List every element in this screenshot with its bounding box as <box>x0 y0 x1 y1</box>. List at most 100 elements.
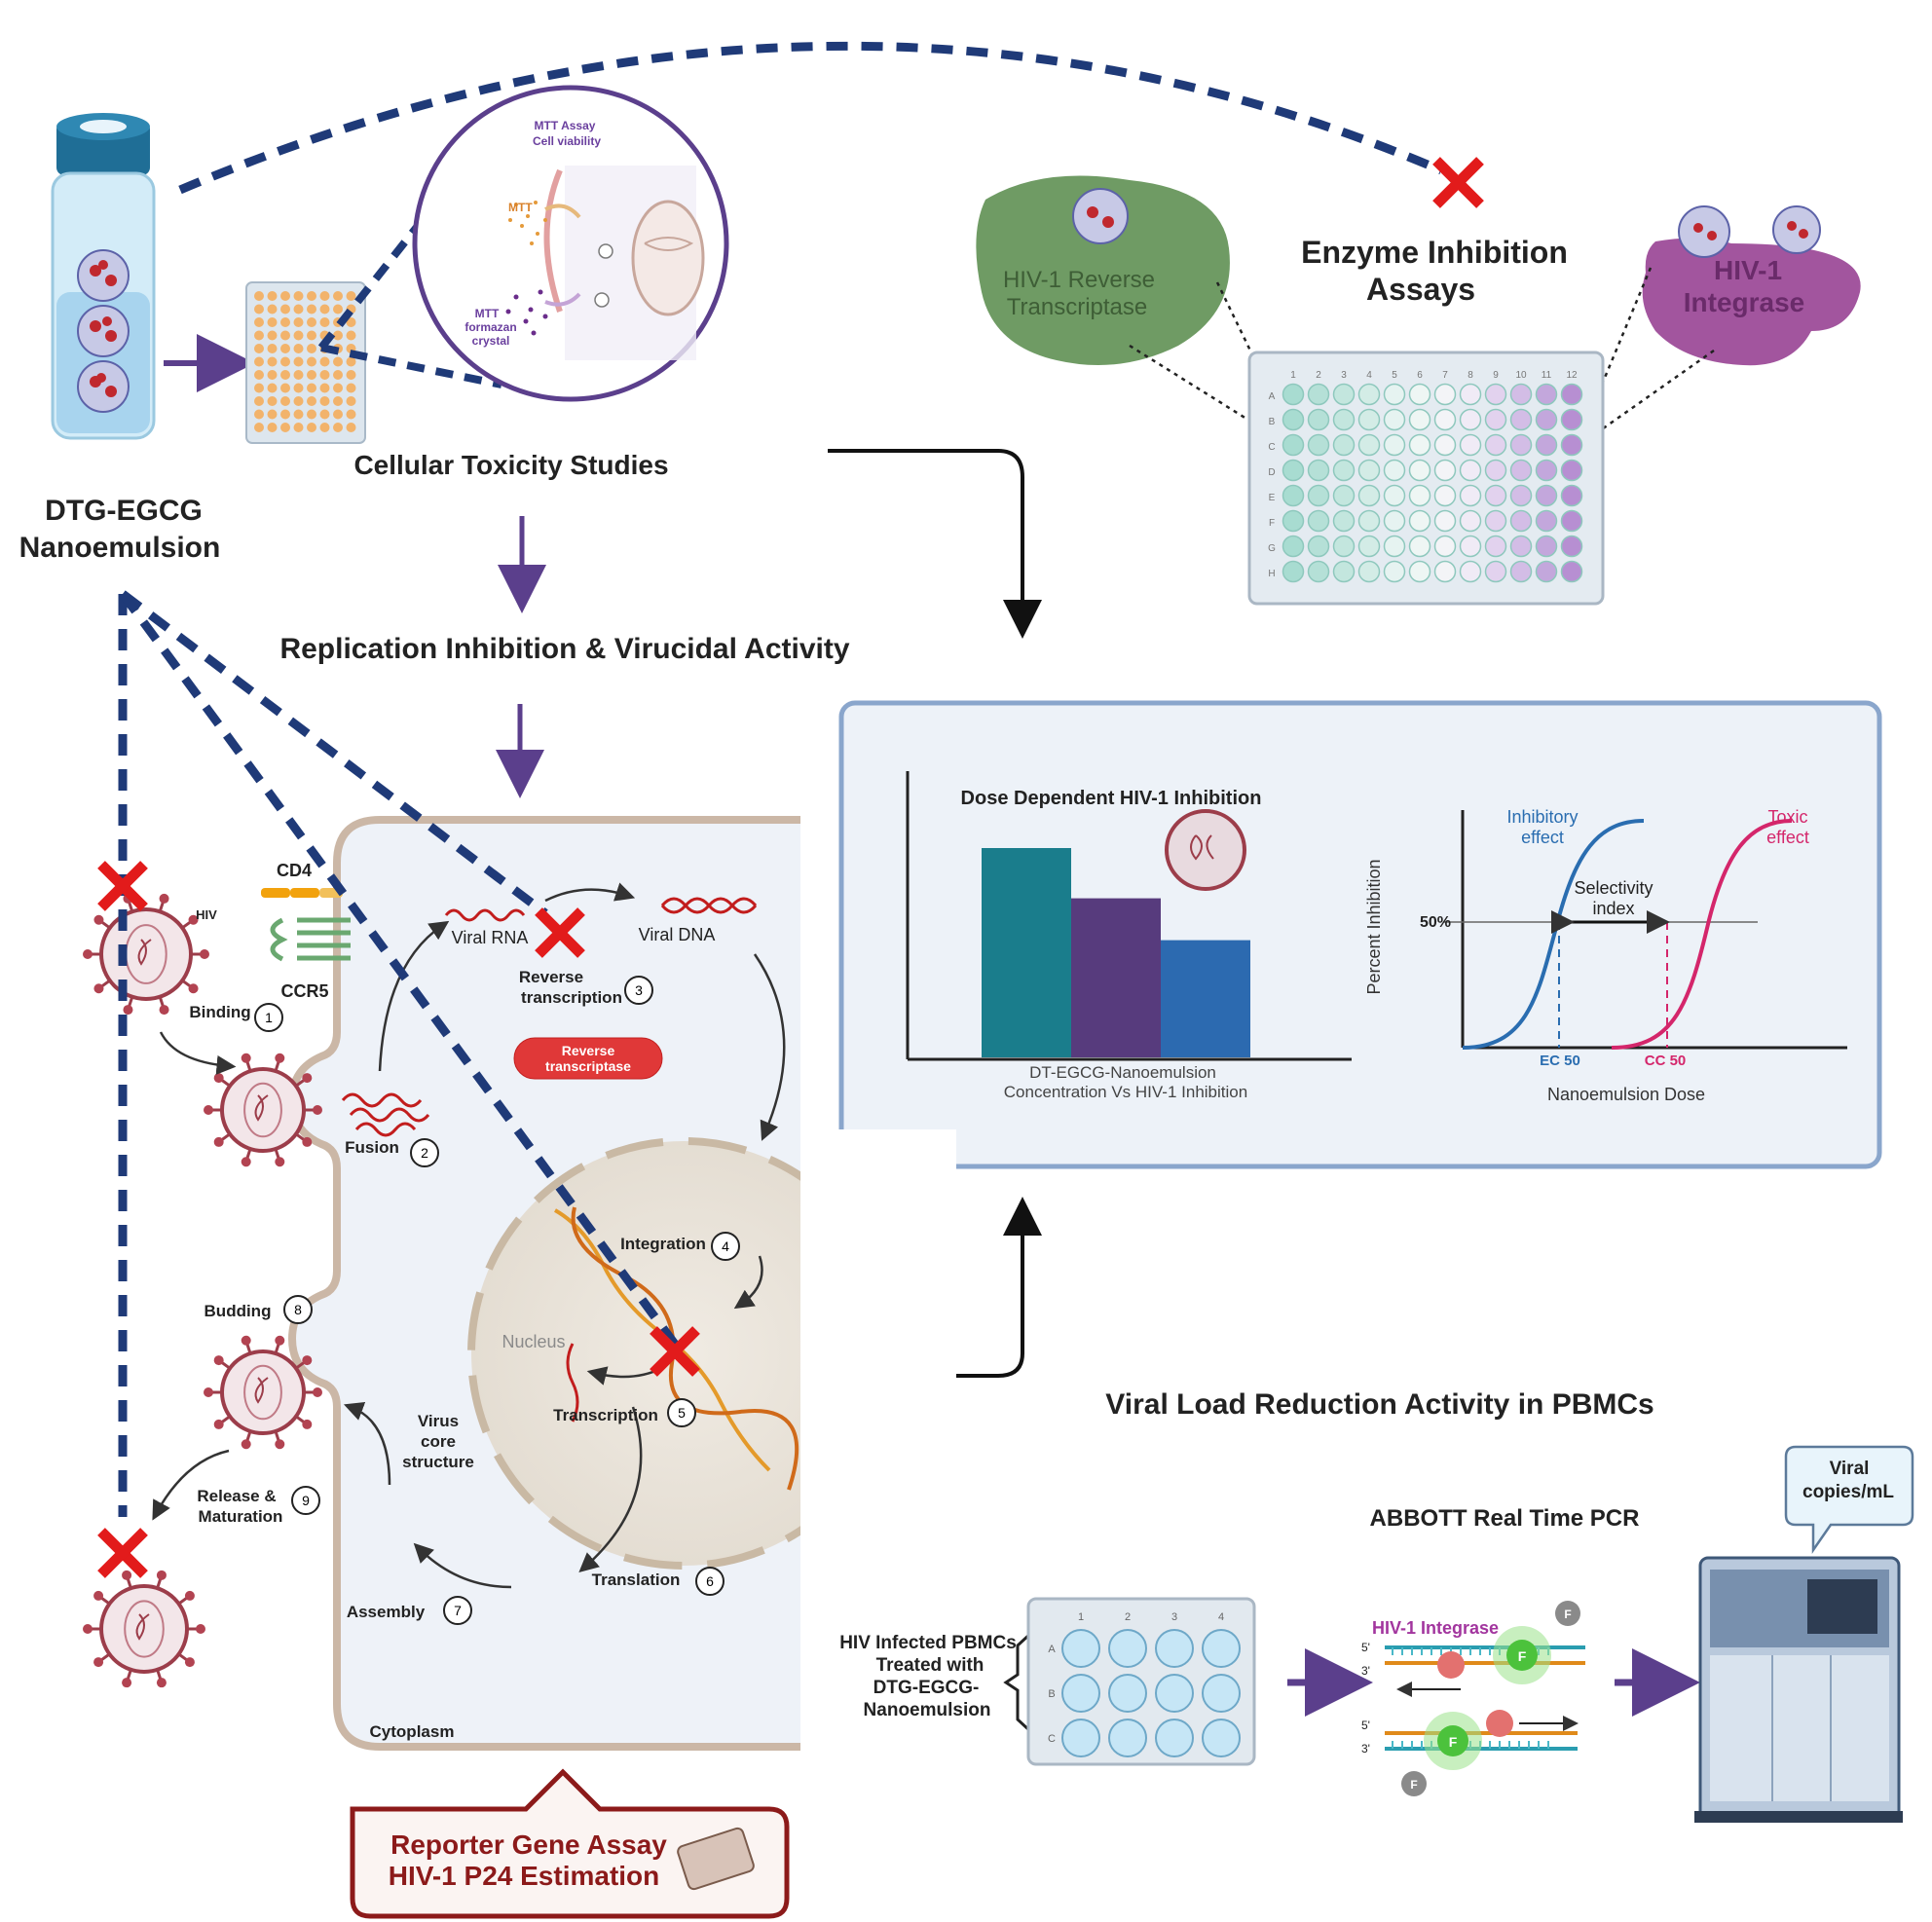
enzyme-plate-well <box>1357 383 1381 406</box>
enzyme-plate-well <box>1357 535 1381 558</box>
rt-badge-1: Reverse <box>562 1043 615 1058</box>
tox-well <box>280 370 290 380</box>
pcr-integrase-label: HIV-1 Integrase <box>1372 1618 1499 1638</box>
bubble-line-1: Viral <box>1830 1459 1870 1479</box>
enzyme-plate-well <box>1332 509 1356 533</box>
enzyme-plate-well <box>1459 484 1482 507</box>
step-number: 3 <box>635 982 643 998</box>
pcr-3p-2: 3' <box>1361 1742 1370 1756</box>
tox-well <box>346 317 356 327</box>
enzyme-plate-well <box>1535 433 1558 457</box>
enzyme-plate-well <box>1459 560 1482 583</box>
tox-well <box>267 383 278 393</box>
pbmc-well <box>1202 1674 1241 1713</box>
tox-well <box>293 304 304 314</box>
enzyme-plate-well <box>1282 383 1305 406</box>
virus-core-2: core <box>421 1432 456 1451</box>
pbmc-row-label: B <box>1048 1688 1055 1700</box>
enzyme-plate-well <box>1282 459 1305 482</box>
tox-well <box>307 409 316 420</box>
pcr-machine-icon <box>1694 1556 1903 1823</box>
tox-well <box>293 356 304 367</box>
toxicity-plate-icon <box>245 281 366 444</box>
enzyme-plate-well <box>1332 560 1356 583</box>
enzyme-plate-well <box>1307 535 1330 558</box>
step-number: 2 <box>421 1145 428 1161</box>
pbmc-well <box>1202 1719 1241 1757</box>
enzyme-plate-well <box>1332 535 1356 558</box>
enzyme-plate-well <box>1560 459 1583 482</box>
enzyme-plate-well <box>1383 408 1406 431</box>
pbmc-label-2: Treated with <box>876 1655 985 1676</box>
enzyme-plate-well <box>1357 433 1381 457</box>
pbmc-well <box>1155 1629 1194 1668</box>
integration-label: Integration <box>620 1235 706 1253</box>
reverse-transcriptase-blob <box>976 175 1230 365</box>
tox-well <box>319 304 330 314</box>
nucleus-label: Nucleus <box>502 1332 565 1351</box>
tox-well <box>333 383 343 393</box>
enzyme-plate-well <box>1282 535 1305 558</box>
fifty-percent-label: 50% <box>1420 914 1451 931</box>
bar <box>982 848 1071 1057</box>
tox-well <box>280 344 290 353</box>
enzyme-plate-well <box>1509 484 1533 507</box>
tox-well <box>319 370 330 380</box>
tox-well <box>280 423 290 432</box>
step-number: 8 <box>294 1302 302 1317</box>
tox-well <box>319 423 330 432</box>
dtg-title-2: Nanoemulsion <box>19 532 221 564</box>
rt-label-1: HIV-1 Reverse <box>1003 267 1155 293</box>
enzyme-plate-well <box>1459 433 1482 457</box>
bar-chart-xlabel-1: DT-EGCG-Nanoemulsion <box>1029 1063 1216 1082</box>
toxic-curve <box>1611 819 1793 1050</box>
pbmc-well <box>1108 1629 1147 1668</box>
enzyme-plate-well <box>1535 535 1558 558</box>
red-x-icon <box>97 861 148 911</box>
tox-well <box>267 291 278 301</box>
pcr-f-1: F <box>1518 1648 1527 1664</box>
virus-core-1: Virus <box>418 1412 459 1430</box>
abbott-title: ABBOTT Real Time PCR <box>1370 1505 1640 1532</box>
enzyme-plate-well <box>1383 535 1406 558</box>
step-number: 7 <box>454 1603 462 1618</box>
enzyme-plate-well <box>1357 408 1381 431</box>
tox-well <box>333 304 343 314</box>
tox-well <box>319 317 330 327</box>
integrase-label-2: Integrase <box>1684 287 1805 317</box>
enzyme-plate-well <box>1307 459 1330 482</box>
pbmc-brace <box>1003 1632 1032 1733</box>
enzyme-plate-row-label: E <box>1269 493 1276 503</box>
tox-well <box>307 356 316 367</box>
enzyme-plate-well <box>1560 408 1583 431</box>
enzyme-plate-well <box>1332 433 1356 457</box>
enzyme-plate-col-label: 9 <box>1493 370 1499 381</box>
step-circle <box>711 1232 740 1261</box>
enzyme-plate-well <box>1282 560 1305 583</box>
machine-speech-bubble <box>1784 1445 1914 1555</box>
tox-well <box>346 396 356 406</box>
pbmc-well <box>1155 1719 1194 1757</box>
enzyme-plate-well <box>1560 433 1583 457</box>
mtt-zoom-circle <box>412 85 729 402</box>
enzyme-plate-row-label: H <box>1268 569 1275 579</box>
mature-virus-icon <box>83 1570 205 1688</box>
enzyme-plate-well <box>1408 484 1431 507</box>
fusing-virus-icon <box>204 1053 322 1167</box>
toxic-label-1: Toxic <box>1767 807 1807 827</box>
pbmc-well <box>1061 1719 1100 1757</box>
enzyme-plate-well <box>1433 535 1457 558</box>
mtt-title-1: MTT Assay <box>535 119 596 132</box>
enzyme-plate-well <box>1408 383 1431 406</box>
red-x-icon <box>97 1528 148 1578</box>
tox-well <box>254 370 264 380</box>
enzyme-plate-well <box>1307 560 1330 583</box>
hiv-label: HIV <box>196 907 217 922</box>
enzyme-plate-well <box>1535 459 1558 482</box>
enzyme-plate-well <box>1433 509 1457 533</box>
tox-well <box>267 317 278 327</box>
tox-well <box>293 317 304 327</box>
enzyme-plate-well <box>1535 484 1558 507</box>
enzyme-plate-well <box>1459 408 1482 431</box>
